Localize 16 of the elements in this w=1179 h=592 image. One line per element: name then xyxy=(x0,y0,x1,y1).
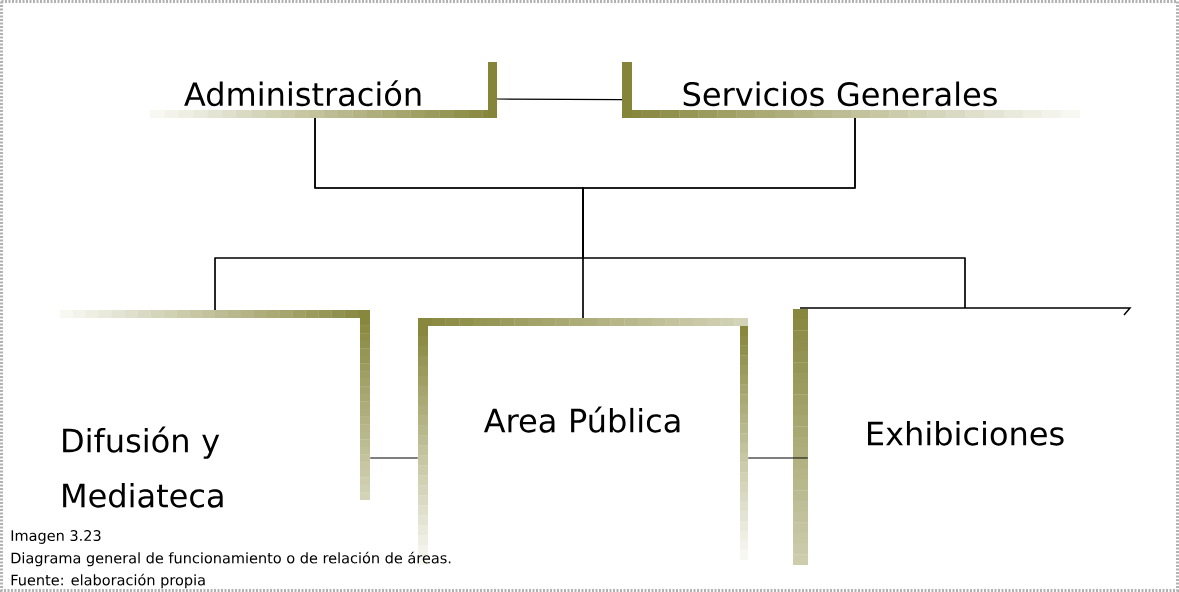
connector-line xyxy=(369,457,419,459)
area-box: Exhibiciones xyxy=(793,307,1132,565)
caption-text: Fuente: elaboración propia xyxy=(11,573,205,589)
node-label: Area Pública xyxy=(483,406,680,433)
area-box: Difusión y Mediateca xyxy=(60,310,370,508)
caption-text: Diagrama general de funcionamiento o de relación de áreas. xyxy=(11,551,451,567)
node-label: Exhibiciones xyxy=(868,420,1064,446)
area-box: Servicios Generales xyxy=(622,62,1080,118)
node-label: Difusión y Mediateca xyxy=(63,426,223,508)
node-label: Servicios Generales xyxy=(683,81,997,107)
connector-line xyxy=(496,98,623,101)
connector-line xyxy=(582,117,966,309)
connector-line xyxy=(747,457,809,459)
node-label: Administración xyxy=(184,80,421,107)
caption-text: Imagen 3.23 xyxy=(11,530,101,544)
area-box: Administración xyxy=(150,62,497,118)
